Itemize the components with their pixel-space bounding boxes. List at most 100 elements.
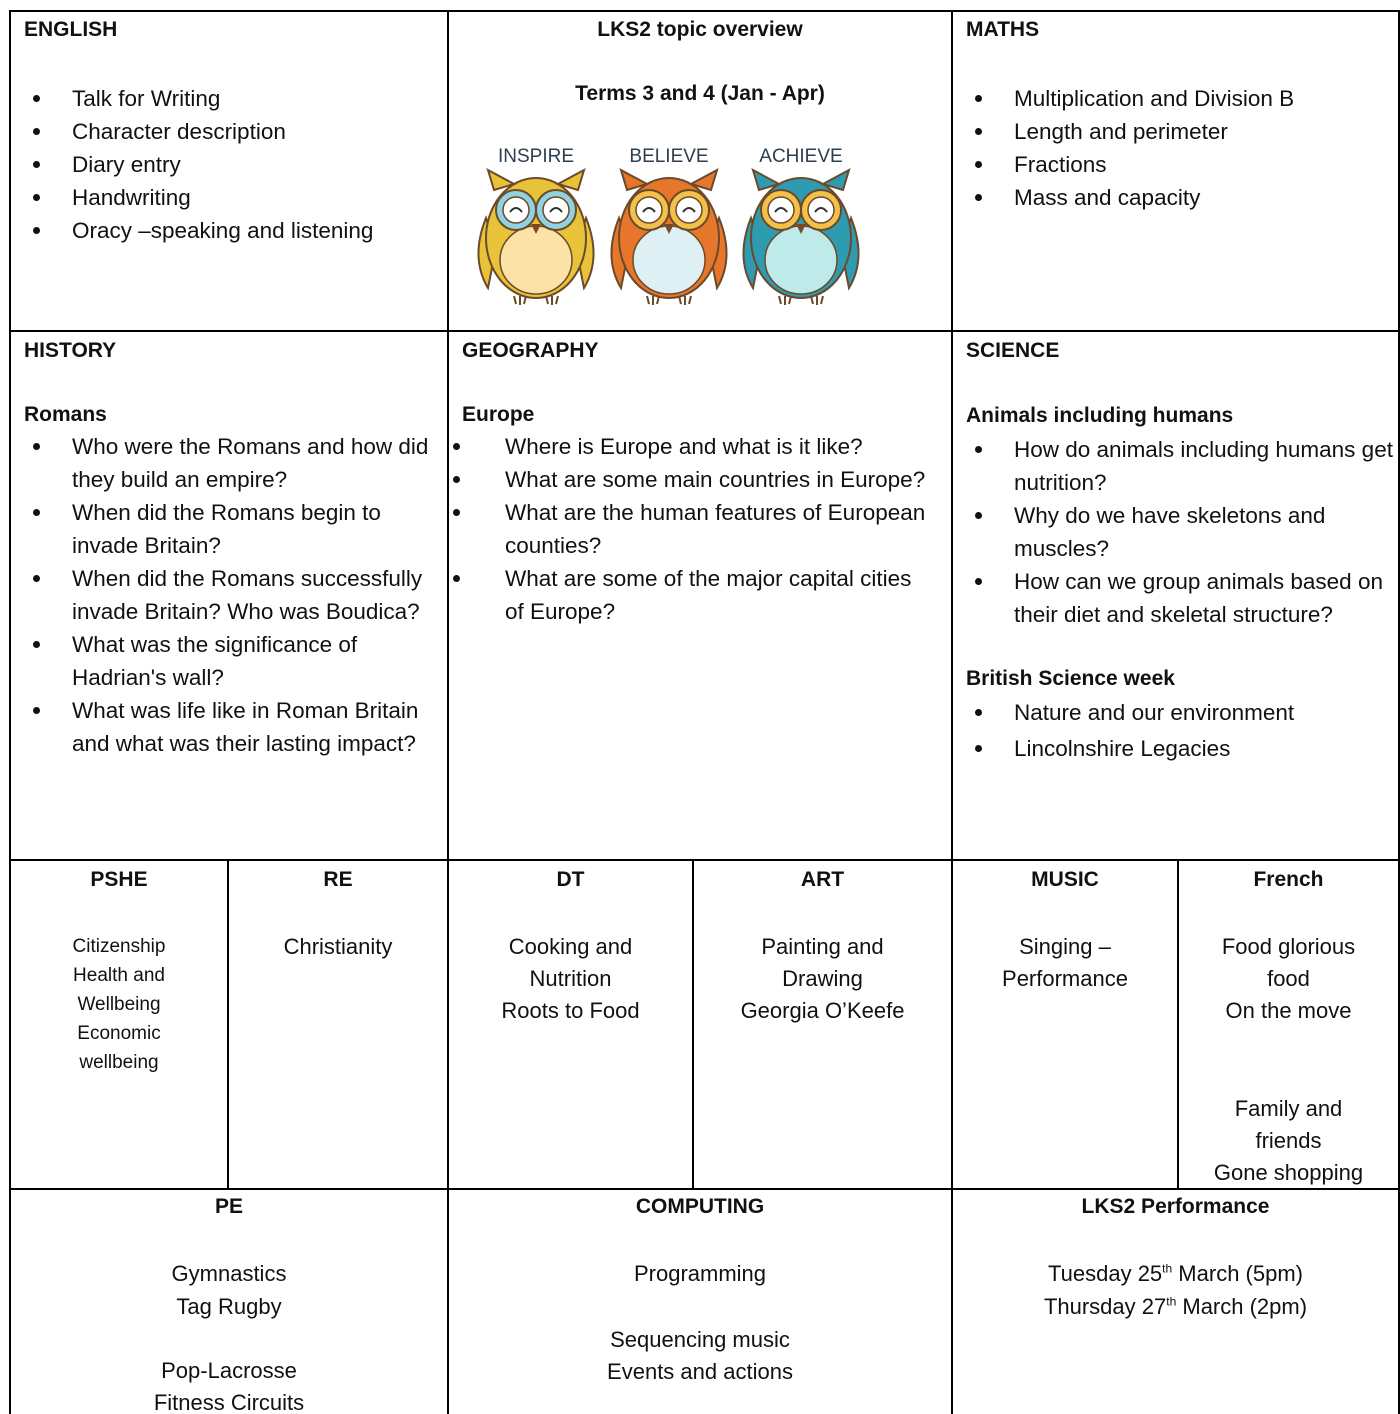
ordinal-suffix: th xyxy=(1166,1294,1177,1309)
re-line: Christianity xyxy=(283,934,393,959)
maths-list: Multiplication and Division B Length and… xyxy=(966,82,1398,214)
geography-cell: GEOGRAPHY Europe Where is Europe and wha… xyxy=(449,332,951,859)
french-line: Food glorious food xyxy=(1221,934,1356,991)
list-item: What are the human features of European … xyxy=(449,496,931,562)
list-item: What was life like in Roman Britain and … xyxy=(24,694,439,760)
list-item: Talk for Writing xyxy=(24,82,447,115)
art-cell: ART Painting and Drawing Georgia O’Keefe xyxy=(694,861,951,1188)
ordinal-suffix: th xyxy=(1162,1261,1173,1276)
history-list: Who were the Romans and how did they bui… xyxy=(24,430,439,760)
owl-believe xyxy=(610,167,728,305)
computing-line: Sequencing music xyxy=(610,1327,790,1352)
list-item: When did the Romans successfully invade … xyxy=(24,562,439,628)
list-item: Diary entry xyxy=(24,148,447,181)
pshe-line: Citizenship xyxy=(72,936,166,957)
list-item: Fractions xyxy=(966,148,1398,181)
science-list: How do animals including humans get nutr… xyxy=(966,433,1394,631)
french-line: Gone shopping xyxy=(1213,1160,1364,1185)
owl-label-inspire: INSPIRE xyxy=(498,146,574,167)
computing-title: COMPUTING xyxy=(635,1195,765,1218)
french-cell: French Food glorious food On the move Fa… xyxy=(1179,861,1398,1188)
french-line: On the move xyxy=(1225,998,1352,1023)
geography-list: Where is Europe and what is it like? Wha… xyxy=(449,430,931,628)
owl-label-achieve: ACHIEVE xyxy=(759,146,842,167)
dt-line: Roots to Food xyxy=(501,998,640,1023)
list-item: Mass and capacity xyxy=(966,181,1398,214)
performance-date-text: Thursday 27 xyxy=(1043,1294,1167,1319)
list-item: Multiplication and Division B xyxy=(966,82,1398,115)
grid-line xyxy=(951,10,953,1414)
dt-title: DT xyxy=(556,868,585,891)
grid-line xyxy=(692,859,694,1190)
list-item: Why do we have skeletons and muscles? xyxy=(966,499,1394,565)
grid-line xyxy=(9,10,11,1414)
list-item: When did the Romans begin to invade Brit… xyxy=(24,496,439,562)
science-cell: SCIENCE Animals including humans How do … xyxy=(953,332,1398,859)
grid-line xyxy=(9,10,1400,12)
french-line: Family and friends xyxy=(1234,1096,1343,1153)
list-item: Nature and our environment xyxy=(966,696,1394,729)
geography-title: GEOGRAPHY xyxy=(462,339,599,362)
computing-line: Programming xyxy=(633,1261,767,1286)
grid-line xyxy=(1398,10,1400,1414)
music-title: MUSIC xyxy=(1031,868,1099,891)
overview-cell: LKS2 topic overview Terms 3 and 4 (Jan -… xyxy=(449,12,951,330)
list-item: Lincolnshire Legacies xyxy=(966,732,1394,765)
dt-cell: DT Cooking and Nutrition Roots to Food xyxy=(449,861,692,1188)
re-title: RE xyxy=(323,868,353,891)
grid-line xyxy=(1177,859,1179,1190)
art-title: ART xyxy=(800,868,845,891)
art-line: Painting and Drawing xyxy=(761,934,884,991)
list-item: What are some main countries in Europe? xyxy=(449,463,931,496)
list-item: Length and perimeter xyxy=(966,115,1398,148)
performance-date: Thursday 27th March (2pm) xyxy=(953,1291,1398,1323)
list-item: What are some of the major capital citie… xyxy=(449,562,931,628)
english-cell: ENGLISH Talk for Writing Character descr… xyxy=(11,12,447,330)
pshe-line: Economic wellbeing xyxy=(77,1023,161,1073)
maths-title: MATHS xyxy=(966,18,1040,41)
owl-label-believe: BELIEVE xyxy=(629,146,708,167)
pe-line: Tag Rugby xyxy=(176,1294,282,1319)
grid-line xyxy=(9,859,1400,861)
pe-title: PE xyxy=(214,1195,243,1218)
maths-cell: MATHS Multiplication and Division B Leng… xyxy=(953,12,1398,330)
science-subheading: Animals including humans xyxy=(966,404,1234,427)
english-list: Talk for Writing Character description D… xyxy=(24,82,447,247)
grid-line xyxy=(9,330,1400,332)
performance-date-text: Tuesday 25 xyxy=(1048,1261,1163,1286)
list-item: Oracy –speaking and listening xyxy=(24,214,447,247)
overview-title: LKS2 topic overview xyxy=(597,18,803,41)
history-subheading: Romans xyxy=(24,403,107,426)
science-title: SCIENCE xyxy=(966,339,1060,362)
pe-line: Pop-Lacrosse xyxy=(161,1358,297,1383)
music-line: Singing – Performance xyxy=(1002,934,1128,991)
list-item: Who were the Romans and how did they bui… xyxy=(24,430,439,496)
history-title: HISTORY xyxy=(24,339,117,362)
grid-line xyxy=(447,10,449,1414)
owl-achieve xyxy=(742,167,860,305)
pe-cell: PE Gymnastics Tag Rugby Pop-Lacrosse Fit… xyxy=(11,1190,447,1414)
dt-line: Cooking and Nutrition xyxy=(508,934,633,991)
performance-date-text: March (5pm) xyxy=(1172,1261,1303,1286)
performance-date-text: March (2pm) xyxy=(1176,1294,1308,1319)
re-cell: RE Christianity xyxy=(229,861,447,1188)
music-cell: MUSIC Singing – Performance xyxy=(953,861,1177,1188)
english-title: ENGLISH xyxy=(24,18,118,41)
art-line: Georgia O’Keefe xyxy=(740,998,905,1023)
science-list-2: Nature and our environment Lincolnshire … xyxy=(966,696,1394,765)
performance-date: Tuesday 25th March (5pm) xyxy=(953,1258,1398,1290)
owl-inspire xyxy=(477,167,595,305)
owl-illustration: INSPIRE BELIEVE ACHIEVE xyxy=(477,146,860,305)
list-item: Character description xyxy=(24,115,447,148)
list-item: How do animals including humans get nutr… xyxy=(966,433,1394,499)
pe-line: Gymnastics xyxy=(171,1261,287,1286)
pshe-line: Health and Wellbeing xyxy=(73,965,165,1015)
list-item: Where is Europe and what is it like? xyxy=(449,430,931,463)
list-item: How can we group animals based on their … xyxy=(966,565,1394,631)
history-cell: HISTORY Romans Who were the Romans and h… xyxy=(11,332,447,859)
performance-cell: LKS2 Performance Tuesday 25th March (5pm… xyxy=(953,1190,1398,1414)
geography-subheading: Europe xyxy=(462,403,535,426)
list-item: Handwriting xyxy=(24,181,447,214)
pshe-title: PSHE xyxy=(90,868,148,891)
pshe-cell: PSHE Citizenship Health and Wellbeing Ec… xyxy=(11,861,227,1188)
